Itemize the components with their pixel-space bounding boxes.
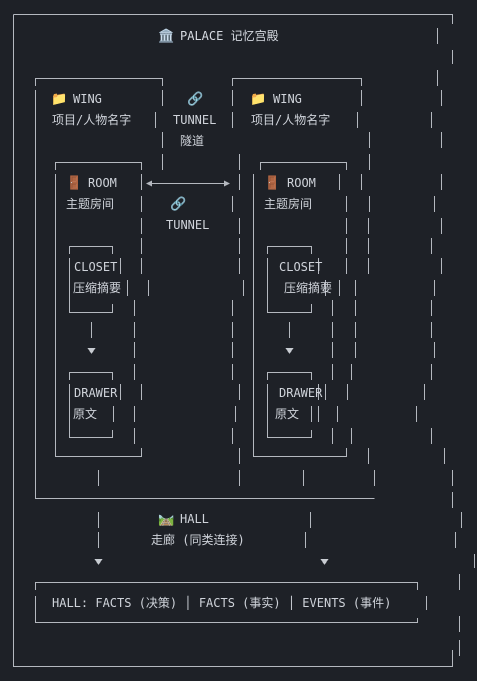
palace-frame-right-edge	[416, 28, 475, 656]
left-drawer-label: DRAWER	[74, 386, 118, 400]
right-drawer-frame	[267, 372, 319, 438]
right-room-sublabel: 主题房间	[264, 196, 312, 211]
door-icon: 🚪	[66, 175, 82, 191]
right-closet-sublabel: 压缩摘要	[284, 280, 332, 295]
left-drawer-frame	[69, 372, 121, 438]
railway-track-icon: 🛤️	[158, 512, 174, 527]
room-tunnel-label: TUNNEL	[166, 218, 209, 232]
hall-right-down-arrow	[320, 559, 329, 565]
right-wing-right-edge	[337, 90, 375, 486]
left-wing-right-edge	[141, 90, 163, 254]
left-room-label: ROOM	[88, 176, 117, 190]
left-drawer-sublabel: 原文	[73, 406, 97, 421]
folder-icon: 📁	[51, 92, 67, 107]
left-closet-label: CLOSET	[74, 260, 117, 274]
hall-left-down-arrow	[94, 559, 103, 565]
right-wing-frame	[35, 78, 375, 499]
diagram-lines	[13, 14, 475, 667]
right-wing-sublabel: 项目/人物名字	[251, 112, 330, 127]
hall-bar-text: HALL: FACTS (决策) │ FACTS (事实) │ EVENTS (…	[52, 595, 391, 610]
wing-tunnel-label: TUNNEL	[173, 113, 216, 127]
room-tunnel-arrow-right-head	[224, 180, 230, 187]
left-room-frame	[55, 162, 142, 457]
right-wing-label: WING	[273, 92, 302, 106]
hall-bar-frame	[35, 582, 427, 623]
door-icon: 🚪	[264, 175, 280, 191]
wing-tunnel-sublabel: 隧道	[180, 133, 204, 148]
left-room-sublabel: 主题房间	[66, 196, 114, 211]
palace-frame	[13, 14, 453, 667]
classical-building-icon: 🏛️	[158, 28, 174, 44]
right-drawer-label: DRAWER	[279, 386, 323, 400]
right-closet-down-arrow	[285, 348, 294, 354]
folder-icon: 📁	[250, 92, 266, 107]
left-wing-label: WING	[73, 92, 102, 106]
link-icon: 🔗	[187, 90, 203, 107]
left-closet-sublabel: 压缩摘要	[73, 280, 121, 295]
right-closet-label: CLOSET	[279, 260, 322, 274]
left-closet-frame	[69, 246, 128, 313]
right-closet-frame	[267, 246, 326, 313]
right-room-frame	[253, 162, 347, 457]
room-tunnel-arrow-left-head	[146, 180, 152, 187]
left-room-right-edge	[134, 174, 149, 444]
right-drawer-sublabel: 原文	[275, 406, 299, 421]
hall-connector-right	[303, 470, 311, 548]
hall-label: HALL	[180, 512, 209, 526]
right-room-label: ROOM	[287, 176, 316, 190]
left-closet-down-arrow	[87, 348, 96, 354]
link-icon: 🔗	[170, 195, 186, 212]
right-room-right-edge	[318, 174, 347, 444]
palace-title: PALACE 记忆宫殿	[180, 28, 279, 43]
left-wing-sublabel: 项目/人物名字	[52, 112, 131, 127]
hall-sublabel: 走廊 (同类连接)	[151, 532, 245, 547]
